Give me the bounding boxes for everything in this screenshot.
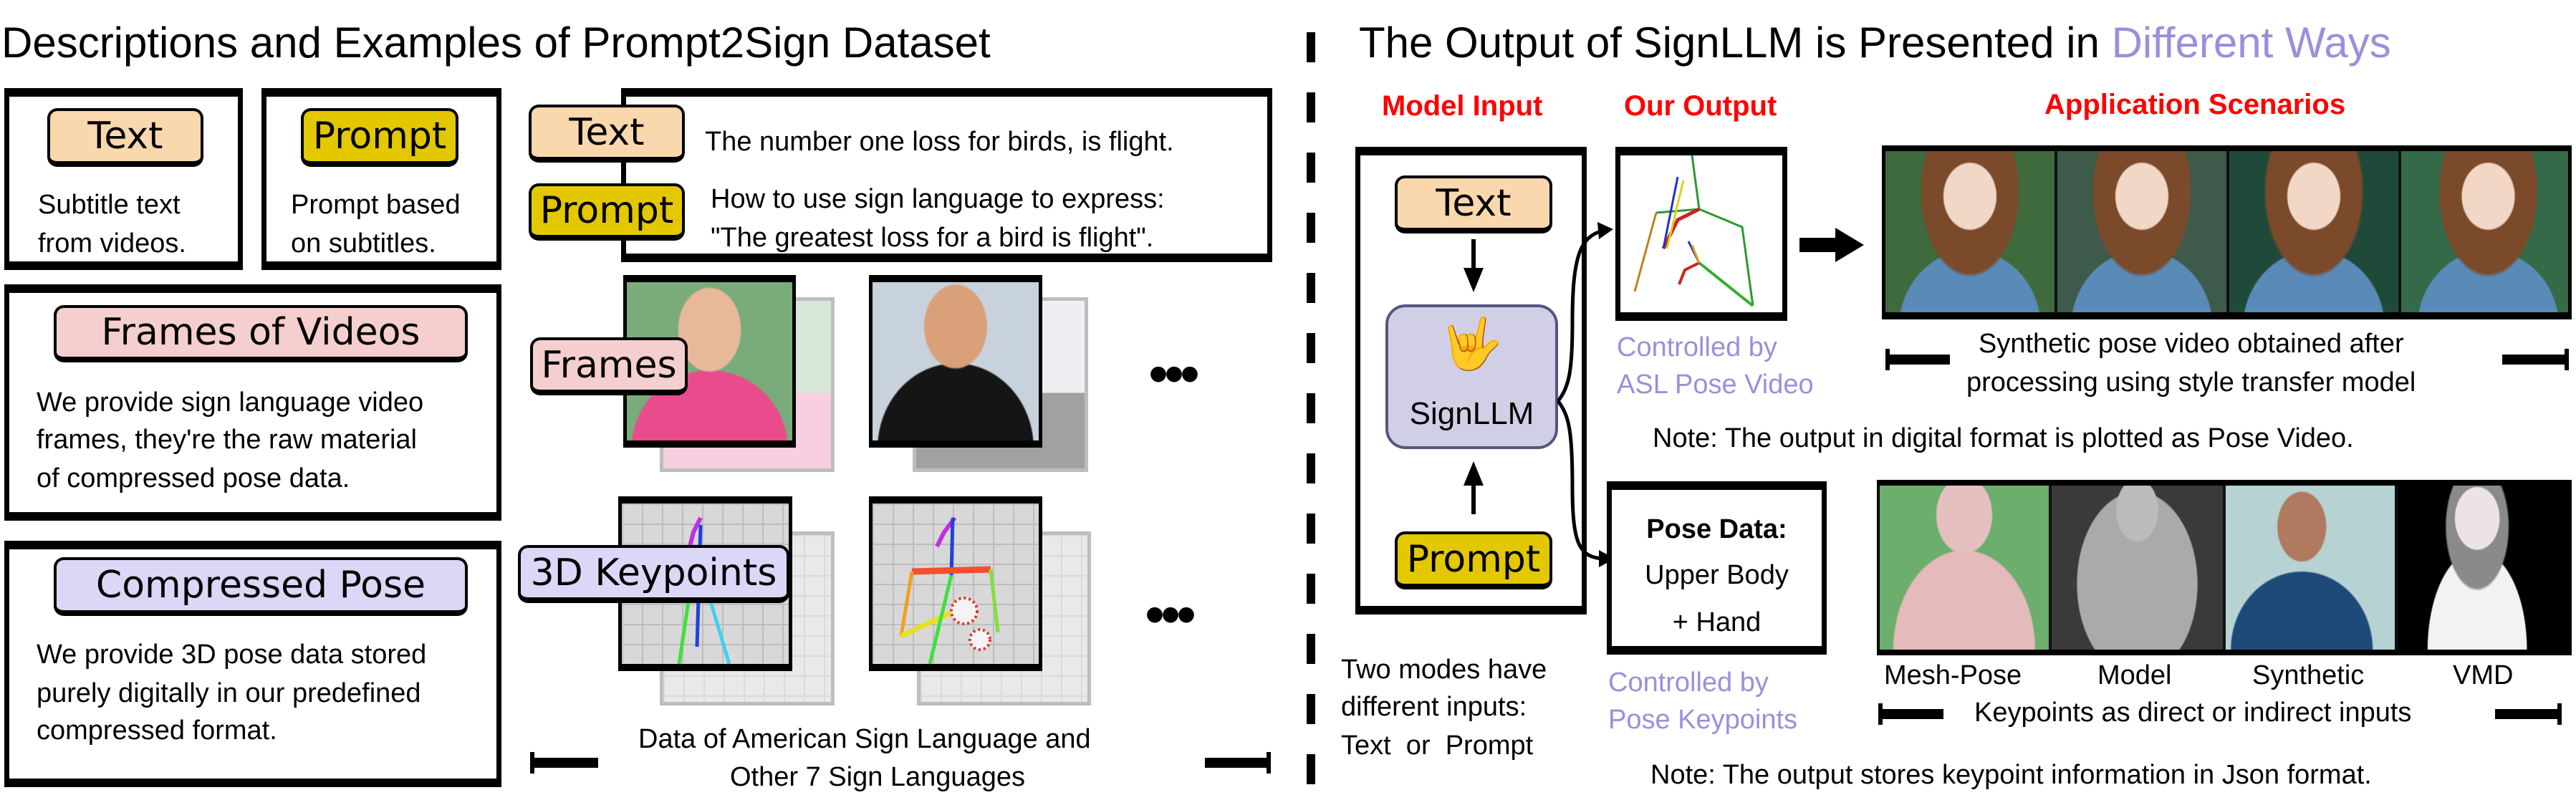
divider-dash <box>1307 393 1315 423</box>
keypoints-caption: Keypoints as direct or indirect inputs <box>1974 698 2412 728</box>
pose-video-output <box>1615 147 1787 321</box>
example-prompt-tag: Prompt <box>529 183 685 241</box>
dataset-caption-line: Data of American Sign Language and <box>638 724 1091 754</box>
modes-note-line: Text or Prompt <box>1341 731 1534 761</box>
keypoint-application-strip <box>1877 480 2572 655</box>
prompt-tag: Prompt <box>301 108 458 167</box>
pose-card-line: We provide 3D pose data stored <box>37 640 427 670</box>
divider-dash <box>1307 754 1315 784</box>
modes-note-line: different inputs: <box>1341 692 1527 722</box>
divider-dash <box>1307 333 1315 363</box>
arrow-right-icon <box>1799 228 1864 262</box>
video-frame-image <box>869 275 1042 448</box>
divider-dash <box>1307 213 1315 243</box>
keypoints-caption-bar-right <box>2495 703 2562 725</box>
frames-card-line: We provide sign language video <box>37 387 424 418</box>
pose-data-box: Pose Data: Upper Body + Hand <box>1607 481 1827 655</box>
video-frame-image <box>623 275 796 448</box>
arrow-down-icon <box>1464 239 1484 292</box>
text-card-line: from videos. <box>38 228 186 259</box>
keypoints-caption-bar-left <box>1878 703 1943 725</box>
note-json-format: Note: The output stores keypoint informa… <box>1650 760 2372 790</box>
example-prompt-line: "The greatest loss for a bird is flight"… <box>711 223 1154 253</box>
model-image <box>2052 486 2226 650</box>
pose-data-title: Pose Data: <box>1646 514 1787 544</box>
divider-dash <box>1307 153 1315 183</box>
header-application-scenarios: Application Scenarios <box>2044 89 2346 120</box>
divider-dash <box>1307 32 1315 62</box>
keypoints-label: Controlled by <box>1608 668 1769 698</box>
synthetic-frame-image <box>2229 151 2401 312</box>
modes-note-line: Two modes have <box>1341 655 1547 685</box>
left-title: Descriptions and Examples of Prompt2Sign… <box>1 19 991 67</box>
compressed-pose-card: Compressed Pose We provide 3D pose data … <box>4 541 501 787</box>
caption-bar-left <box>530 752 598 774</box>
caption-bar-right <box>1205 752 1271 774</box>
scenario-label-mesh-pose: Mesh-Pose <box>1884 660 2022 690</box>
frames-card-line: frames, they're the raw material <box>37 425 417 455</box>
synthetic-frame-image <box>2057 151 2229 312</box>
video-caption-line: Synthetic pose video obtained after <box>1979 329 2404 359</box>
frames-tag: Frames <box>530 337 688 395</box>
header-model-input: Model Input <box>1382 90 1543 122</box>
frames-of-videos-tag: Frames of Videos <box>54 305 468 362</box>
ellipsis-icon: ••• <box>1148 342 1200 405</box>
keypoints-label: Pose Keypoints <box>1608 705 1798 735</box>
scenario-label-synthetic: Synthetic <box>2252 660 2365 690</box>
text-tag: Text <box>47 108 203 167</box>
scenario-label-vmd: VMD <box>2453 660 2514 690</box>
signllm-model-box: 🤟 SignLLM <box>1385 304 1558 449</box>
pose-data-line: Upper Body <box>1645 560 1789 590</box>
video-caption-line: processing using style transfer model <box>1966 367 2416 398</box>
divider-dash <box>1307 574 1315 604</box>
frames-card: Frames of Videos We provide sign languag… <box>4 284 501 521</box>
example-box: The number one loss for birds, is flight… <box>621 88 1272 262</box>
vmd-image <box>2398 486 2569 650</box>
scenario-label-model: Model <box>2097 660 2172 690</box>
sign-language-icon: 🤟 <box>1440 316 1504 372</box>
3d-keypoints-tag: 3D Keypoints <box>518 545 789 603</box>
divider-dash <box>1307 273 1315 303</box>
prompt-card-line: Prompt based <box>291 190 461 220</box>
divider-dash <box>1307 514 1315 544</box>
pose-video-label: Controlled by <box>1617 332 1777 362</box>
pose-card-line: purely digitally in our predefined <box>37 678 421 708</box>
right-title: The Output of SignLLM is Presented in Di… <box>1359 21 2391 64</box>
synthetic-avatar-image <box>2226 486 2398 650</box>
video-caption-bar-left <box>1885 349 1950 370</box>
input-prompt-tag: Prompt <box>1395 531 1552 589</box>
prompt-card-line: on subtitles. <box>291 228 436 259</box>
frames-card-line: of compressed pose data. <box>37 463 350 493</box>
divider-dash <box>1307 453 1315 483</box>
pose-card-line: compressed format. <box>37 716 277 746</box>
divider-dash <box>1307 634 1315 664</box>
example-prompt-line: How to use sign language to express: <box>711 184 1165 214</box>
input-text-tag: Text <box>1395 175 1552 233</box>
ellipsis-icon: ••• <box>1145 582 1196 646</box>
compressed-pose-tag: Compressed Pose <box>54 557 468 616</box>
mesh-pose-image <box>1880 486 2052 650</box>
divider-dash <box>1307 92 1315 122</box>
arrow-up-icon <box>1464 461 1484 514</box>
note-pose-video: Note: The output in digital format is pl… <box>1653 423 2354 453</box>
example-text: The number one loss for birds, is flight… <box>705 127 1174 157</box>
right-title-accent: Different Ways <box>2111 19 2391 67</box>
video-caption-bar-right <box>2502 349 2569 370</box>
dataset-caption-line: Other 7 Sign Languages <box>730 762 1025 792</box>
prompt-card: Prompt Prompt based on subtitles. <box>261 88 501 270</box>
synthetic-frame-image <box>2401 151 2568 312</box>
divider-dash <box>1307 694 1315 724</box>
signllm-label: SignLLM <box>1409 396 1534 431</box>
right-title-main: The Output of SignLLM is Presented in <box>1359 19 2112 67</box>
pose-data-line: + Hand <box>1672 607 1762 637</box>
keypoints-image <box>869 496 1042 671</box>
pose-video-label: ASL Pose Video <box>1617 370 1814 400</box>
text-card: Text Subtitle text from videos. <box>4 88 243 270</box>
synthetic-frame-image <box>1885 151 2057 312</box>
text-card-line: Subtitle text <box>38 190 181 220</box>
synthetic-video-strip <box>1882 145 2572 319</box>
example-text-tag: Text <box>529 105 685 163</box>
header-our-output: Our Output <box>1624 90 1777 122</box>
